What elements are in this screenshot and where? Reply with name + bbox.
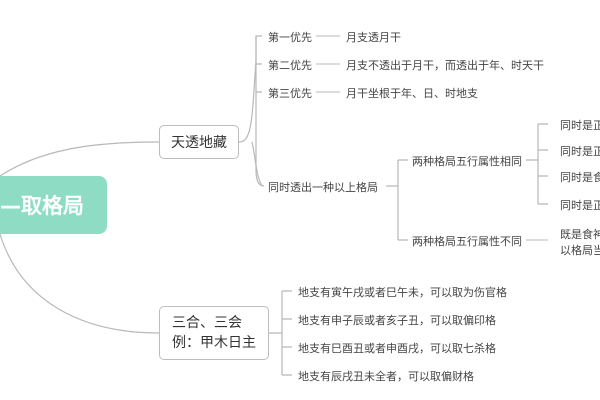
multi-pattern-node[interactable]: 同时透出一种以上格局 bbox=[268, 181, 378, 194]
priority-2-detail[interactable]: 月支不透出于月干，而透出于年、时天干 bbox=[346, 59, 544, 72]
central-topic-label: —取格局 bbox=[0, 194, 84, 218]
priority-3-label[interactable]: 第三优先 bbox=[268, 87, 312, 100]
branch-sanhe-sanhui-line-2: 例：甲木日主 bbox=[172, 335, 256, 351]
diff-detail-line-2[interactable]: 以格局当 bbox=[560, 244, 600, 257]
connector-same-bracket bbox=[526, 123, 548, 205]
same-child-3[interactable]: 同时是食 bbox=[560, 171, 600, 184]
priority-3-detail[interactable]: 月干坐根于年、日、时地支 bbox=[346, 87, 478, 100]
sanhe-child-4[interactable]: 地支有辰戌丑未全者，可以取偏财格 bbox=[298, 370, 474, 383]
connector-branch1-bracket bbox=[238, 35, 263, 187]
same-element-node[interactable]: 两种格局五行属性相同 bbox=[412, 155, 522, 168]
diff-detail-line-1[interactable]: 既是食神 bbox=[560, 228, 600, 241]
sanhe-child-3[interactable]: 地支有巳酉丑或者申酉戌，可以取七杀格 bbox=[298, 342, 496, 355]
branch-tiantou-dicang-label: 天透地藏 bbox=[171, 135, 227, 151]
connector-central-branch2 bbox=[0, 233, 160, 334]
branch-sanhe-sanhui-line-1: 三合、三会 bbox=[172, 315, 242, 331]
central-topic[interactable]: —取格局 bbox=[0, 176, 107, 234]
same-child-1[interactable]: 同时是正 bbox=[560, 119, 600, 132]
same-child-2[interactable]: 同时是正 bbox=[560, 145, 600, 158]
connector-multi-bracket bbox=[386, 159, 408, 241]
connector-central-branch1 bbox=[0, 141, 160, 177]
branch-tiantou-dicang[interactable]: 天透地藏 bbox=[159, 125, 239, 159]
branch-sanhe-sanhui[interactable]: 三合、三会 例：甲木日主 bbox=[159, 306, 269, 360]
priority-2-label[interactable]: 第二优先 bbox=[268, 59, 312, 72]
priority-1-label[interactable]: 第一优先 bbox=[268, 31, 312, 44]
sanhe-child-1[interactable]: 地支有寅午戌或者巳午未，可以取为伤官格 bbox=[298, 286, 507, 299]
priority-1-detail[interactable]: 月支透月干 bbox=[346, 31, 401, 44]
connector-branch2-bracket bbox=[269, 290, 292, 376]
diff-element-node[interactable]: 两种格局五行属性不同 bbox=[412, 235, 522, 248]
same-child-4[interactable]: 同时是正 bbox=[560, 199, 600, 212]
sanhe-child-2[interactable]: 地支有申子辰或者亥子丑，可以取偏印格 bbox=[298, 314, 496, 327]
